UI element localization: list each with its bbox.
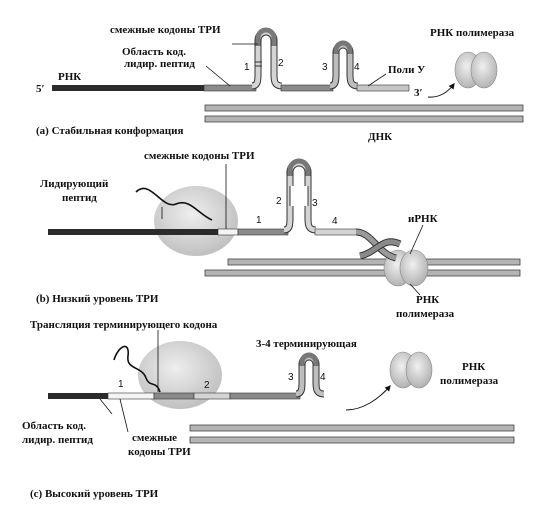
num-4-a: 4 xyxy=(354,62,360,73)
num-2-c: 2 xyxy=(204,380,210,391)
label-dna: ДНК xyxy=(368,131,392,143)
dna-strand-b-bottom xyxy=(204,269,521,277)
num-3-a: 3 xyxy=(322,62,328,73)
num-1-b: 1 xyxy=(256,215,262,226)
panel-b: смежные кодоны ТРИ Лидирующий пептид иРН… xyxy=(36,150,521,320)
label-leader-peptide-b-2: пептид xyxy=(62,192,97,204)
label-polymerase-b-1: РНК xyxy=(416,294,439,306)
num-1-c: 1 xyxy=(118,379,124,390)
label-codons-c-2: кодоны ТРИ xyxy=(128,446,191,458)
dna-strand-c-top xyxy=(189,424,515,432)
num-3-b: 3 xyxy=(312,198,318,209)
label-translation-stop: Трансляция терминирующего кодона xyxy=(30,319,218,331)
num-4-c: 4 xyxy=(320,372,326,383)
label-leader-region-c-2: лидир. пептид xyxy=(22,434,93,446)
ribosome-c xyxy=(138,341,222,409)
label-polymerase-b-2: полимераза xyxy=(396,308,455,320)
label-mrna: иРНК xyxy=(408,213,438,225)
caption-a: (a) Стабильная конформация xyxy=(36,125,183,137)
label-poly-u: Поли У xyxy=(388,64,425,76)
dna-strand-a-top xyxy=(204,104,524,112)
ribosome-b xyxy=(154,186,238,256)
label-leader-region-c-1: Область код. xyxy=(22,420,86,432)
panel-c: Трансляция терминирующего кодона 3-4 тер… xyxy=(22,319,515,500)
dna-strand-a-bottom xyxy=(204,115,524,123)
num-2-b: 2 xyxy=(276,196,282,207)
num-1-a: 1 xyxy=(244,62,250,73)
label-leader-region-a-2: лидир. пептид xyxy=(124,58,195,70)
num-3-c: 3 xyxy=(288,372,294,383)
label-terminator: 3-4 терминирующая xyxy=(256,338,357,350)
label-leader-region-a-1: Область код. xyxy=(122,46,186,58)
label-adjacent-codons-b: смежные кодоны ТРИ xyxy=(144,150,255,162)
rna-polymerase-a xyxy=(454,51,498,89)
label-codons-c-1: смежные xyxy=(132,432,177,444)
label-polymerase-a: РНК полимераза xyxy=(430,27,515,39)
num-2-a: 2 xyxy=(278,58,284,69)
label-polymerase-c-2: полимераза xyxy=(440,375,499,387)
rna-leader-a xyxy=(52,85,204,91)
label-5prime-a: 5′ xyxy=(36,83,45,95)
release-arrow-a xyxy=(427,83,455,98)
release-arrow-c xyxy=(345,385,391,411)
rna-leader-b xyxy=(48,229,218,235)
label-rna-a: РНК xyxy=(58,71,81,83)
num-4-b: 4 xyxy=(332,216,338,227)
dna-strand-b-top xyxy=(227,258,521,266)
rna-leader-c xyxy=(48,393,108,399)
label-3prime-a: 3′ xyxy=(414,87,423,99)
leader-peptide-c xyxy=(113,345,161,393)
caption-c: (c) Высокий уровень ТРИ xyxy=(30,488,159,500)
poly-u-tail xyxy=(356,84,410,92)
label-adjacent-codons-a: смежные кодоны ТРИ xyxy=(110,24,221,36)
caption-b: (b) Низкий уровень ТРИ xyxy=(36,293,159,305)
rna-polymerase-c xyxy=(389,351,433,389)
panel-a: смежные кодоны ТРИ Область код. лидир. п… xyxy=(36,24,524,143)
dna-strand-c-bottom xyxy=(189,436,515,444)
leader-peptide-b xyxy=(135,187,213,221)
label-polymerase-c-1: РНК xyxy=(462,361,485,373)
label-leader-peptide-b-1: Лидирующий xyxy=(40,178,109,190)
